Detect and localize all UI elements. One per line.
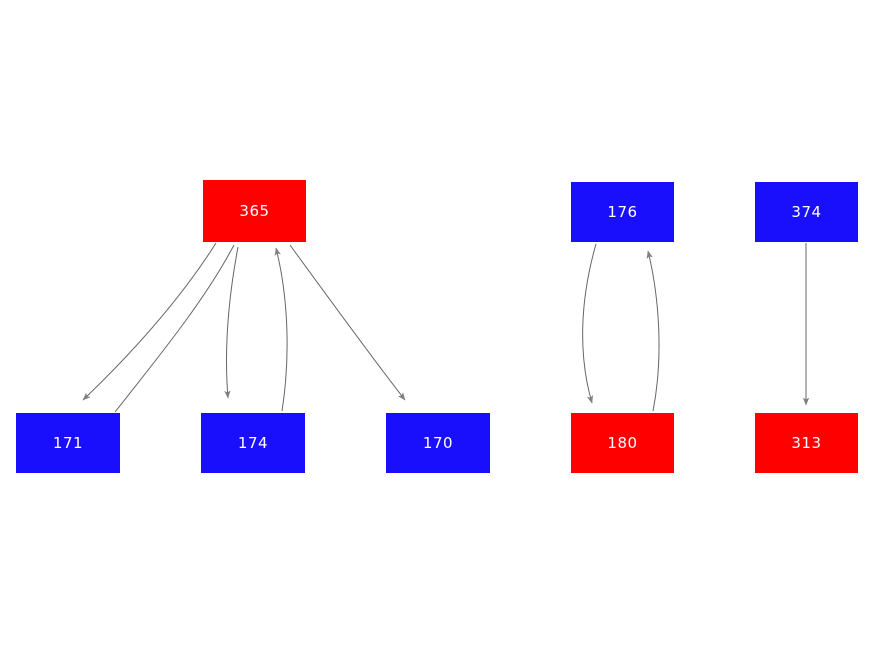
- graph-node-label: 374: [791, 203, 822, 221]
- graph-edge: [582, 243, 597, 404]
- graph-node-label: 170: [422, 434, 454, 452]
- graph-node-174[interactable]: 174: [201, 413, 305, 473]
- graph-node-374[interactable]: 374: [755, 182, 858, 242]
- graph-edge: [224, 246, 239, 399]
- graph-node-170[interactable]: 170: [386, 413, 490, 473]
- graph-edge: [646, 250, 660, 412]
- edges-group: [82, 242, 810, 413]
- graph-node-171[interactable]: 171: [16, 413, 120, 473]
- graph-node-label: 180: [607, 434, 638, 452]
- graph-edge: [274, 247, 288, 412]
- graph-node-label: 365: [239, 202, 270, 220]
- graph-node-label: 171: [52, 434, 84, 452]
- graph-node-176[interactable]: 176: [571, 182, 674, 242]
- graph-node-label: 313: [791, 434, 822, 452]
- graph-edge: [114, 244, 235, 413]
- graph-node-label: 174: [237, 434, 269, 452]
- graph-node-365[interactable]: 365: [203, 180, 306, 242]
- graph-edge: [289, 244, 406, 401]
- graph-node-313[interactable]: 313: [755, 413, 858, 473]
- graph-node-180[interactable]: 180: [571, 413, 674, 473]
- graph-edge: [82, 242, 217, 401]
- graph-node-label: 176: [607, 203, 638, 221]
